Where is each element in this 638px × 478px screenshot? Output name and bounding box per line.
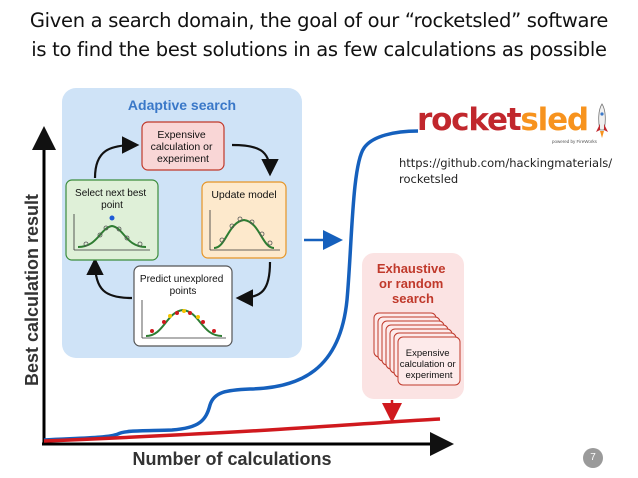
adaptive-search-curve	[43, 129, 419, 442]
svg-text:Expensive calculation: Expensive calculation or experiment	[151, 129, 216, 165]
update-model-curve	[213, 218, 275, 249]
x-axis-label: Number of calculations	[132, 449, 331, 469]
github-url[interactable]: https://github.com/hackingmaterials/ roc…	[399, 155, 638, 187]
svg-text:Expensive calculation or: Expensive calculation or experiment	[400, 348, 459, 381]
rocket-icon	[596, 103, 608, 138]
rocketsled-logo: rocketsled	[417, 102, 589, 138]
title-line-2: is to find the best solutions in as few …	[31, 38, 607, 61]
next-point-marker	[109, 215, 115, 221]
logo-part-sled: sled	[520, 102, 589, 138]
y-axis-label: Best calculation result	[22, 194, 42, 386]
powered-by-text: powered by FireWorks	[552, 139, 597, 144]
predict-points-box: Predict unexplored points	[133, 265, 233, 347]
svg-text:Select next best point: Select next best point	[75, 188, 149, 211]
stack-line-3: experiment	[406, 370, 453, 381]
cycle-arrow-top-right	[231, 143, 279, 177]
expensive-calc-stack	[373, 312, 461, 386]
cycle-arrow-top-left	[93, 136, 140, 179]
exhaustive-title-1: Exhaustive	[377, 261, 446, 276]
update-model-box: Update model	[201, 181, 287, 259]
expensive-line-1: Expensive	[157, 129, 206, 141]
update-model-label: Update model	[211, 189, 276, 201]
select-model-curve	[77, 224, 147, 248]
slide-title: Given a search domain, the goal of our “…	[0, 6, 638, 64]
cycle-arrow-bottom-left	[86, 257, 133, 300]
predict-line-2: points	[170, 286, 197, 297]
axes: Best calculation result Number of calcul…	[22, 126, 454, 469]
svg-text:Predict unexplored poi: Predict unexplored points	[140, 274, 226, 297]
stack-line-1: Expensive	[406, 348, 450, 359]
url-line-2: rocketsled	[399, 172, 459, 186]
expensive-line-2: calculation or	[151, 141, 213, 153]
expensive-calculation-box: Expensive calculation or experiment	[141, 121, 225, 171]
cycle-arrow-bottom-right	[235, 261, 272, 307]
adaptive-search-title: Adaptive search	[128, 97, 236, 113]
exhaustive-search-curve	[43, 417, 441, 443]
adaptive-search-panel: Adaptive search Expensive calculation or…	[62, 88, 302, 358]
logo-part-rocket: rocket	[417, 102, 522, 138]
select-line-2: point	[101, 200, 123, 211]
expensive-line-3: experiment	[157, 153, 209, 165]
exhaustive-search-panel: Exhaustive or random search Expensive ca…	[362, 253, 464, 399]
page-number-badge: 7	[583, 448, 603, 468]
select-line-1: Select next best	[75, 188, 146, 199]
svg-text:Exhaustive or random: Exhaustive or random search	[377, 261, 449, 306]
title-line-1: Given a search domain, the goal of our “…	[29, 9, 609, 32]
exhaustive-title-3: search	[392, 291, 434, 306]
exhaustive-title-2: or random	[379, 276, 443, 291]
stack-line-2: calculation or	[400, 359, 456, 370]
url-line-1: https://github.com/hackingmaterials/	[399, 156, 613, 170]
predict-line-1: Predict unexplored	[140, 274, 223, 285]
select-next-point-box: Select next best point	[65, 179, 159, 261]
